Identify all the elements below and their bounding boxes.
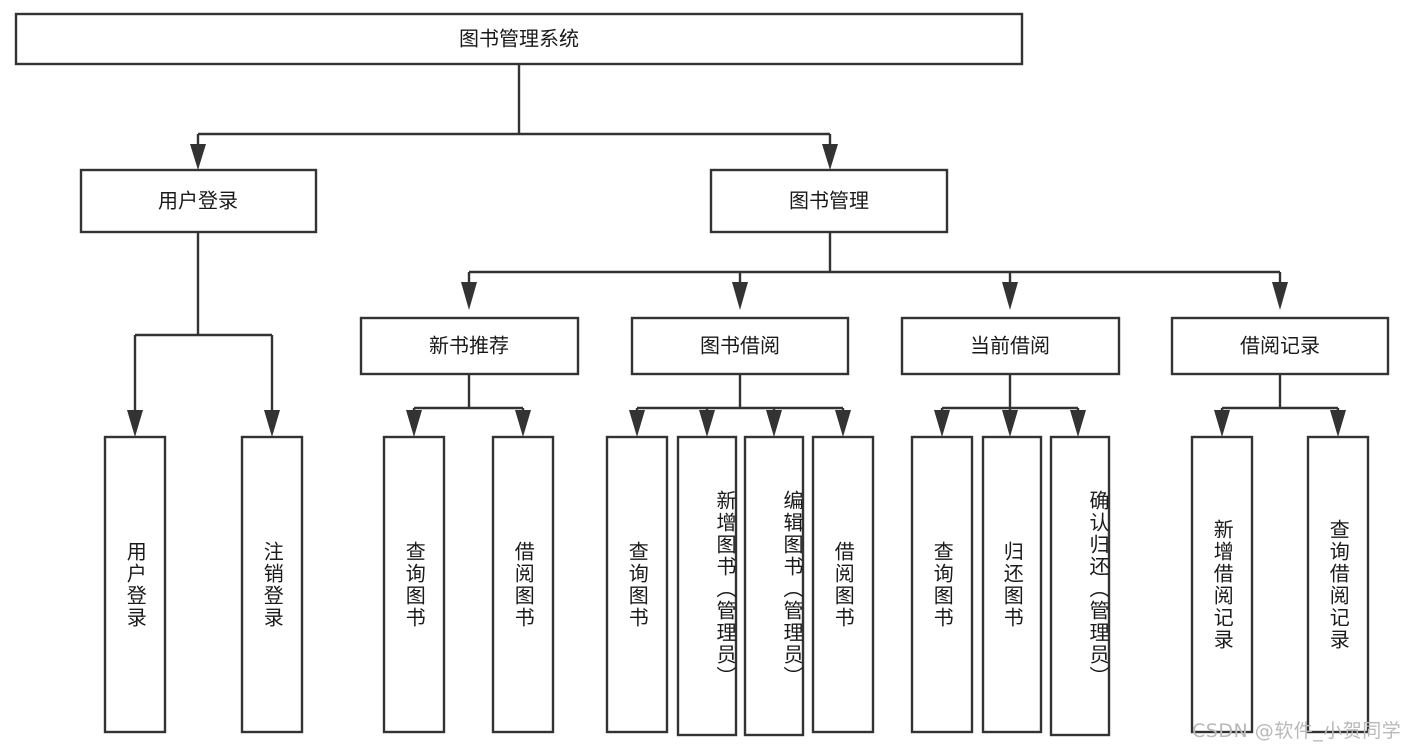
node-root-box[interactable]	[14, 12, 1024, 66]
arrow-head-leaf-user-login-2	[264, 410, 280, 437]
node-root-label: 图书管理系统	[459, 27, 579, 51]
node-new-book-recommend-box[interactable]	[359, 316, 580, 376]
connector-group-record	[1214, 374, 1346, 437]
node-book-borrow-label: 图书借阅	[700, 334, 780, 358]
arrow-head-leaf-current-2	[1002, 410, 1018, 437]
arrow-head-leaf-record-1	[1214, 410, 1230, 437]
node-current-borrow-label: 当前借阅	[970, 334, 1050, 358]
arrow-head-level3-1	[461, 282, 477, 310]
node-borrow-record-label: 借阅记录	[1240, 334, 1320, 358]
leaf-box-user-login-1[interactable]	[103, 435, 167, 734]
node-user-login-box[interactable]	[79, 168, 318, 234]
node-root[interactable]: 图书管理系统	[14, 12, 1024, 66]
leaf-group-borrow-record	[1190, 435, 1370, 734]
leaf-box-newbook-1[interactable]	[382, 435, 446, 734]
arrow-head-level3-3	[1002, 282, 1018, 310]
leaf-group-current-borrow	[910, 435, 1111, 737]
node-user-login-label: 用户登录	[158, 189, 238, 213]
leaf-box-current-2[interactable]	[981, 435, 1043, 734]
connector-group-newbook	[406, 374, 531, 437]
arrow-head-leaf-current-3	[1070, 410, 1086, 437]
node-user-login[interactable]: 用户登录	[79, 168, 318, 234]
leaf-box-borrow-3[interactable]	[743, 435, 805, 737]
node-new-book-recommend[interactable]: 新书推荐	[359, 316, 580, 376]
leaf-box-current-3[interactable]	[1049, 435, 1111, 737]
node-new-book-recommend-label: 新书推荐	[429, 334, 509, 358]
arrow-head-leaf-newbook-2	[515, 410, 531, 437]
connector-group-borrow	[629, 374, 851, 437]
leaf-box-borrow-1[interactable]	[605, 435, 669, 734]
arrow-head-level3-4	[1272, 282, 1288, 310]
leaf-box-record-2[interactable]	[1306, 435, 1370, 734]
arrow-head-leaf-record-2	[1330, 410, 1346, 437]
csdn-watermark: CSDN @软件_小贺同学	[1192, 720, 1402, 742]
leaf-box-user-login-2[interactable]	[240, 435, 304, 734]
arrow-head-leaf-borrow-2	[699, 410, 715, 437]
leaf-group-book-borrow	[605, 435, 875, 737]
arrow-head-leaf-newbook-1	[406, 410, 422, 437]
connector-group-userlogin	[127, 232, 280, 437]
node-book-management-box[interactable]	[709, 168, 949, 234]
leaf-box-record-1[interactable]	[1190, 435, 1254, 734]
arrow-head-leaf-borrow-1	[629, 410, 645, 437]
leaf-group-new-book-recommend	[382, 435, 555, 734]
arrow-head-level3-2	[732, 282, 748, 310]
leaf-box-newbook-2[interactable]	[491, 435, 555, 734]
arrow-head-leaf-current-1	[934, 410, 950, 437]
node-book-borrow-box[interactable]	[630, 316, 850, 376]
node-book-management[interactable]: 图书管理	[709, 168, 949, 234]
node-current-borrow[interactable]: 当前借阅	[900, 316, 1121, 376]
leaf-box-borrow-2[interactable]	[676, 435, 738, 737]
node-current-borrow-box[interactable]	[900, 316, 1121, 376]
connector-group-current	[934, 374, 1086, 437]
arrow-head-bookmgmt	[822, 144, 838, 170]
connector-group-bookmgmt	[461, 232, 1288, 310]
arrow-head-leaf-borrow-4	[835, 410, 851, 437]
connector-group-root	[190, 64, 838, 170]
leaf-box-current-1[interactable]	[910, 435, 974, 734]
node-book-management-label: 图书管理	[789, 189, 869, 213]
node-borrow-record-box[interactable]	[1170, 316, 1390, 376]
arrow-head-leaf-borrow-3	[766, 410, 782, 437]
arrow-head-userlogin	[190, 144, 206, 170]
arrow-head-leaf-user-login-1	[127, 410, 143, 437]
node-book-borrow[interactable]: 图书借阅	[630, 316, 850, 376]
leaf-box-borrow-4[interactable]	[811, 435, 875, 734]
node-borrow-record[interactable]: 借阅记录	[1170, 316, 1390, 376]
leaf-group-user-login	[103, 435, 304, 734]
